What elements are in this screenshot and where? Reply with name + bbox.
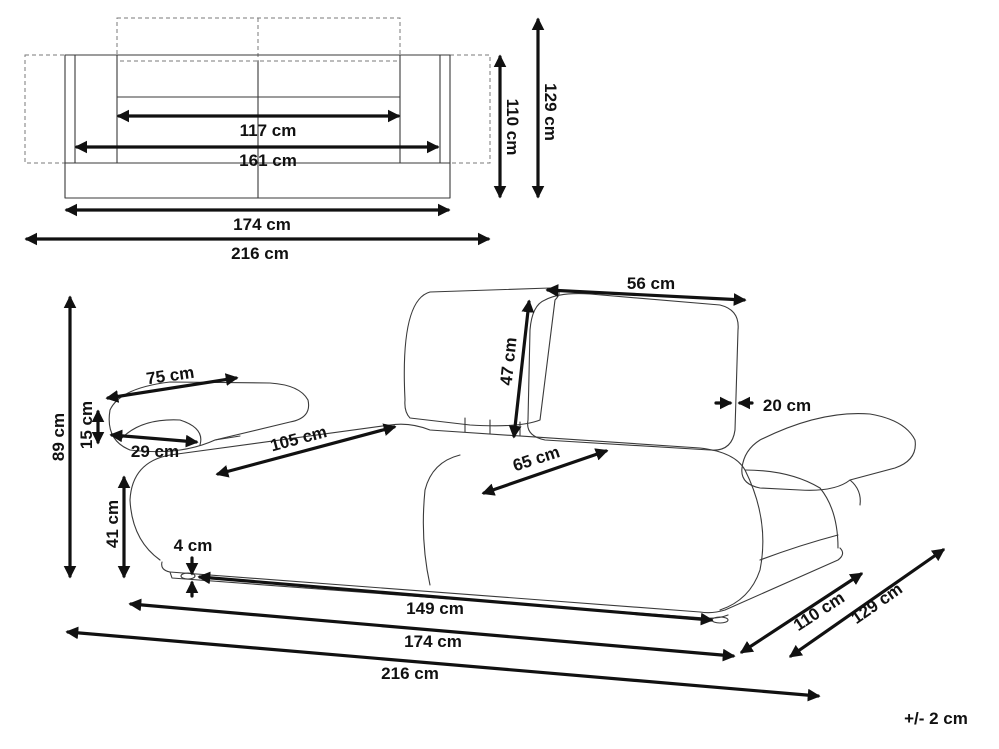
perspective-view: 89 cm 41 cm 75 cm 15 cm 29 cm 105 cm 65 … [49, 274, 968, 728]
label-110cm-depth: 110 cm [790, 588, 848, 635]
sofa-right-side [744, 469, 839, 549]
top-view: 117 cm 161 cm 174 cm 216 cm 110 cm 129 c… [24, 17, 560, 263]
label-56cm: 56 cm [627, 274, 675, 293]
dim-56-arrow [545, 284, 747, 306]
label-161cm: 161 cm [239, 151, 297, 170]
label-4cm: 4 cm [174, 536, 213, 555]
dim-105-arrow [215, 423, 397, 478]
label-216cm-front: 216 cm [381, 664, 439, 683]
label-117cm: 117 cm [240, 121, 297, 140]
label-41cm: 41 cm [103, 500, 122, 548]
label-105cm: 105 cm [268, 422, 329, 455]
dim-47-arrow [508, 299, 535, 439]
label-47cm: 47 cm [497, 336, 521, 386]
tolerance-note: +/- 2 cm [904, 709, 968, 728]
dim-129-depth-arrow [788, 548, 946, 658]
label-129cm-depth: 129 cm [848, 579, 906, 628]
label-15cm: 15 cm [77, 401, 96, 449]
label-29cm: 29 cm [131, 442, 179, 461]
right-foot [711, 616, 729, 624]
label-216cm-top: 216 cm [231, 244, 289, 263]
dim-65-arrow [481, 448, 609, 496]
label-89cm: 89 cm [49, 413, 68, 461]
top-left-arm-extension [24, 54, 66, 164]
backrest-right [527, 293, 739, 451]
dim-216-front-arrow [65, 626, 821, 702]
label-129cm-top: 129 cm [541, 83, 560, 141]
label-174cm-top: 174 cm [233, 215, 291, 234]
label-149cm: 149 cm [406, 599, 464, 618]
label-20cm: 20 cm [763, 396, 811, 415]
label-110cm-top: 110 cm [503, 99, 522, 156]
armrest-right [741, 413, 916, 491]
label-174cm-front: 174 cm [404, 632, 462, 651]
top-right-arm-extension [449, 54, 491, 164]
seat-cushion-divider [422, 454, 461, 586]
dim-29-arrow [109, 429, 199, 448]
dim-75-arrow [105, 373, 239, 403]
